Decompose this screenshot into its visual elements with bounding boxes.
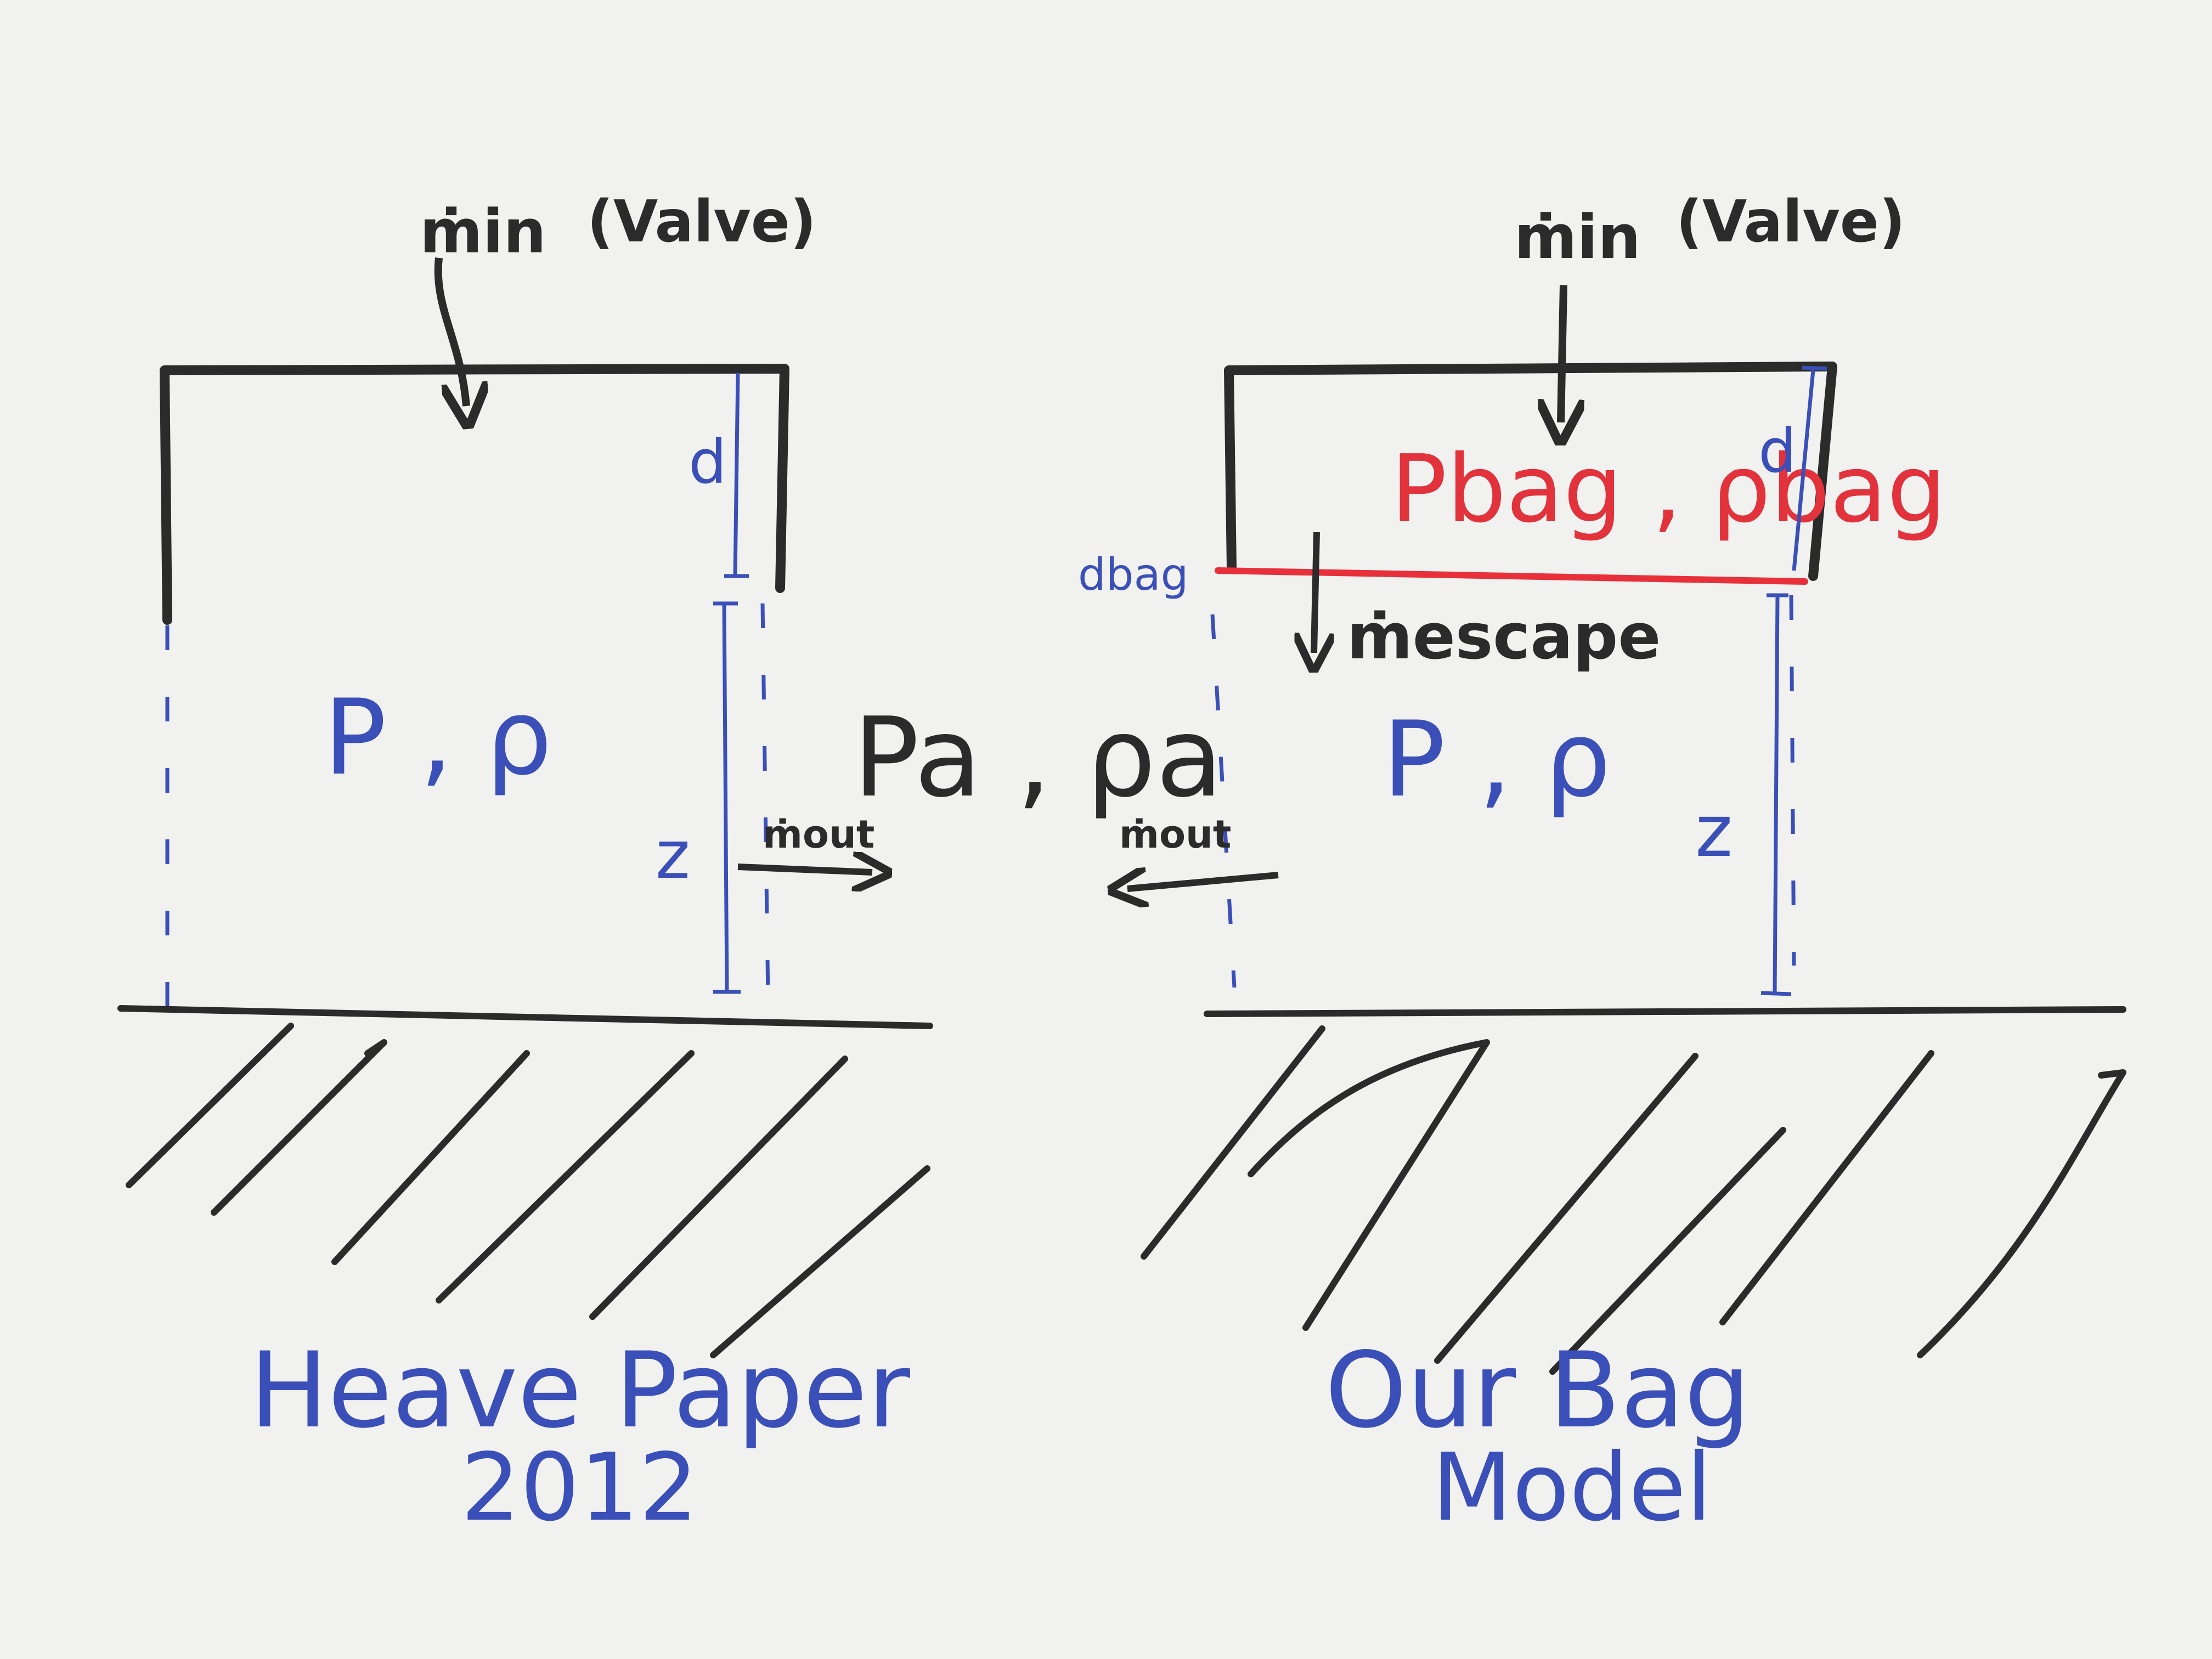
- left-skirt-dimension: [724, 373, 749, 578]
- right-cushion-height-label: z: [1695, 789, 1733, 873]
- left-skirt-height-label: d: [689, 427, 727, 497]
- right-inflow-arrow: [1561, 285, 1564, 422]
- right-outflow-arrow: [1127, 875, 1279, 889]
- right-interior-label: P , ρ: [1383, 699, 1611, 820]
- left-ground-line: [117, 1005, 933, 1029]
- right-ground-line: [1204, 1006, 2126, 1017]
- right-skirt-height-label: d: [1758, 416, 1797, 486]
- left-model: d z ṁin (Valve) P , ρ ṁout Heave Paper 2…: [117, 188, 933, 1542]
- left-caption-title: Heave Paper: [250, 1330, 911, 1451]
- right-dashed-wall-right: [1789, 595, 1796, 966]
- right-bag-state-label: Pbag , ρbag: [1391, 435, 1946, 544]
- left-hull-outline: [160, 364, 789, 625]
- right-caption-subtitle: Model: [1432, 1434, 1712, 1542]
- left-interior-label: P , ρ: [324, 677, 552, 798]
- right-caption-title: Our Bag: [1325, 1330, 1751, 1451]
- left-ground-hatching: [126, 1023, 930, 1358]
- right-escape-label: ṁescape: [1347, 600, 1661, 674]
- left-cushion-dimension: [713, 601, 741, 994]
- right-inflow-label: ṁin: [1514, 202, 1641, 272]
- left-caption-year: 2012: [461, 1434, 698, 1542]
- left-cushion-height-label: z: [656, 817, 690, 894]
- ambient-label: Pa , ρa: [853, 694, 1223, 822]
- right-ground-hatching: [1141, 1025, 2126, 1375]
- right-skirt-dimension: [1792, 365, 1827, 571]
- right-inflow-note: (Valve): [1676, 188, 1905, 255]
- left-outflow-arrow: [737, 867, 872, 872]
- left-dashed-wall-right: [760, 603, 770, 999]
- right-model: Pbag , ρbag d z dbag ṁ: [1078, 188, 2126, 1542]
- right-escape-arrow: [1314, 532, 1317, 653]
- right-cushion-dimension: [1760, 593, 1792, 996]
- left-inflow-arrow: [434, 257, 466, 406]
- left-outflow-label: ṁout: [763, 812, 874, 857]
- right-bag-outline: [1224, 362, 1837, 581]
- left-inflow-note: (Valve): [587, 188, 816, 255]
- left-inflow-label: ṁin: [420, 196, 546, 267]
- right-bag-membrane: [1215, 567, 1808, 585]
- right-outflow-label: ṁout: [1119, 812, 1231, 857]
- right-bag-depth-label: dbag: [1078, 549, 1188, 600]
